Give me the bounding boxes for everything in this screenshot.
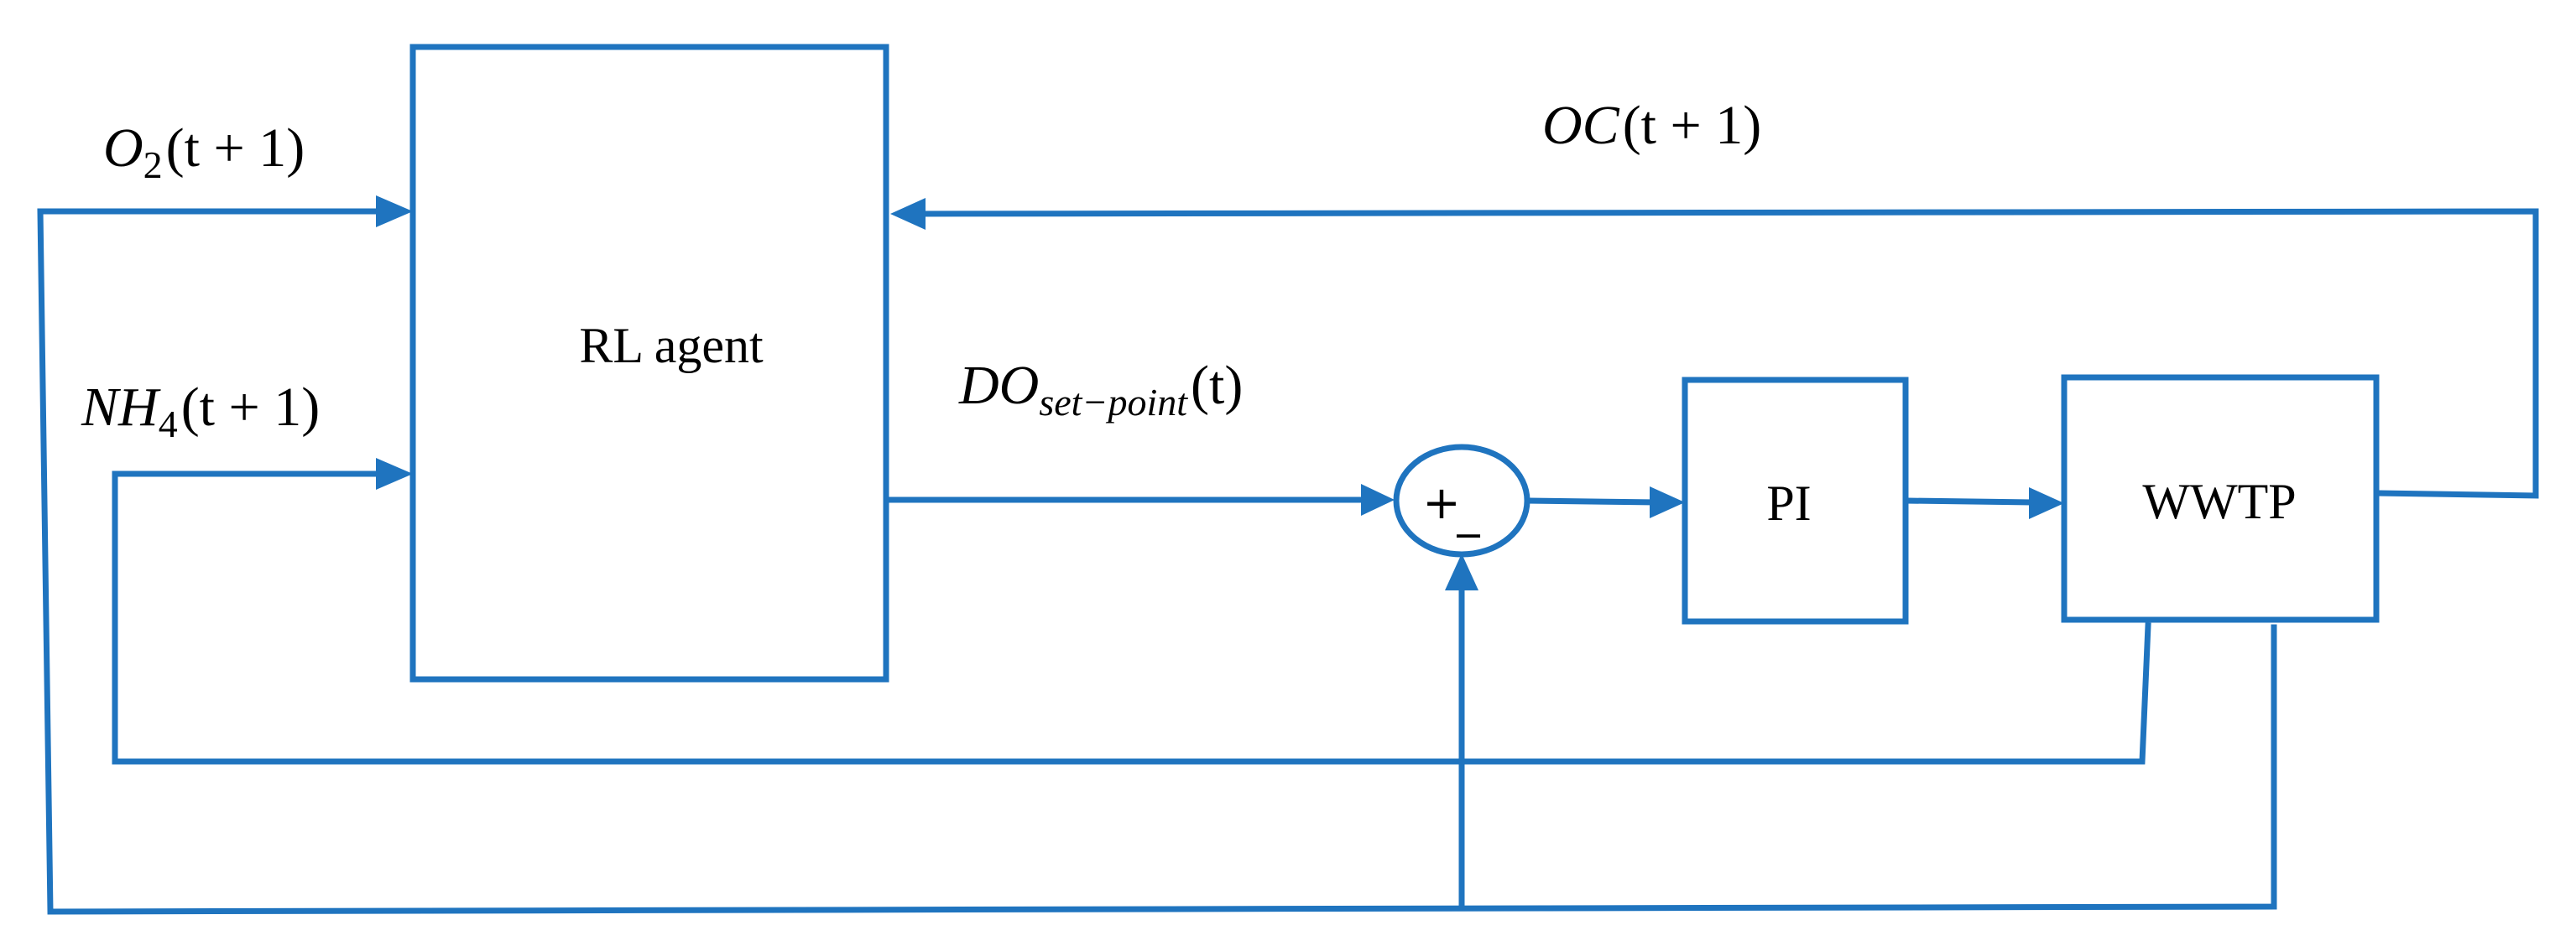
pi-controller-block: PI — [1682, 377, 1909, 625]
rl-agent-label: RL agent — [579, 318, 764, 373]
control-arrowhead — [2029, 487, 2064, 519]
error-arrowhead — [1650, 486, 1685, 518]
o2-arrowhead — [376, 195, 413, 227]
nh4-base: NH — [81, 377, 161, 438]
setpoint-arrowhead — [1361, 484, 1395, 516]
o2-sub: 2 — [143, 143, 163, 186]
nh4-arrowhead — [376, 458, 413, 490]
nh4-arg: (t + 1) — [181, 377, 321, 438]
o2-feedback-wire — [37, 208, 2277, 915]
oc-signal-label: OC(t + 1) — [1542, 95, 1761, 156]
nh4-feedback-wire — [112, 470, 2151, 765]
o2-base: O — [103, 117, 143, 179]
setpoint-arg: (t) — [1191, 355, 1243, 416]
pi-label: PI — [1766, 476, 1811, 531]
minus-sign: _ — [1457, 485, 1481, 538]
control-wire — [1904, 497, 2034, 506]
o2-signal-label: O2(t + 1) — [103, 117, 305, 186]
nh4-signal-label: NH4(t + 1) — [81, 377, 320, 445]
oc-arrowhead — [890, 198, 926, 230]
oc-base: OC — [1542, 95, 1620, 156]
oc-feedback-wire — [911, 208, 2539, 499]
setpoint-signal-label: DOset−point(t) — [958, 355, 1243, 424]
measured-do-arrowhead — [1445, 554, 1478, 590]
oc-arg: (t + 1) — [1623, 95, 1762, 156]
wwtp-label: WWTP — [2142, 474, 2296, 529]
wwtp-block: WWTP — [2061, 374, 2380, 623]
setpoint-sub: set−point — [1039, 381, 1188, 424]
summing-junction: + _ — [1393, 444, 1530, 558]
nh4-sub: 4 — [159, 403, 178, 445]
plus-sign: + — [1422, 476, 1460, 529]
error-wire — [1525, 497, 1659, 506]
rl-agent-block: RL agent — [409, 44, 889, 683]
setpoint-base: DO — [958, 355, 1039, 416]
o2-arg: (t + 1) — [166, 117, 305, 179]
